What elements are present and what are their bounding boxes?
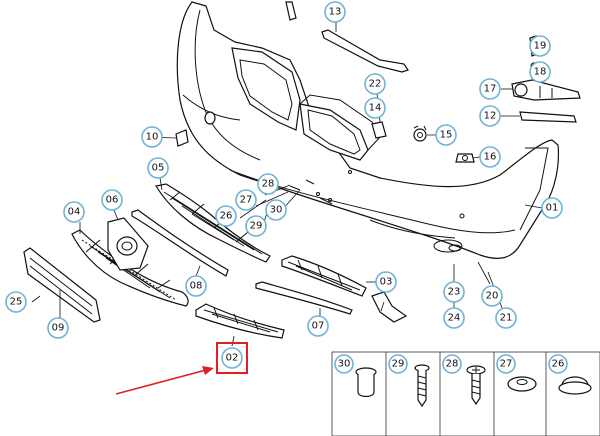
svg-text:04: 04 (68, 207, 81, 218)
callout-26[interactable]: 26 (215, 205, 237, 227)
svg-text:30: 30 (270, 205, 283, 216)
svg-text:14: 14 (369, 103, 382, 114)
svg-text:26: 26 (552, 359, 565, 370)
corner-bracket (371, 291, 408, 323)
svg-text:19: 19 (534, 41, 547, 52)
svg-text:20: 20 (486, 291, 499, 302)
svg-text:26: 26 (220, 211, 233, 222)
clip (413, 125, 427, 142)
callout-22[interactable]: 22 (364, 73, 386, 95)
svg-text:09: 09 (52, 323, 65, 334)
legend-27: 27 (496, 354, 516, 374)
svg-text:17: 17 (484, 84, 497, 95)
svg-text:05: 05 (152, 163, 165, 174)
svg-text:28: 28 (446, 359, 459, 370)
trim-strip (321, 29, 409, 73)
callout-24[interactable]: 24 (443, 307, 465, 329)
callout-16[interactable]: 16 (479, 146, 501, 168)
svg-text:18: 18 (534, 67, 547, 78)
washer-icon (507, 376, 537, 392)
nut (455, 153, 475, 163)
legend-26: 26 (548, 354, 568, 374)
callout-29[interactable]: 29 (245, 215, 267, 237)
red-arrow-icon (115, 366, 214, 395)
callout-05[interactable]: 05 (147, 157, 169, 179)
screw-icon (414, 364, 430, 408)
svg-text:24: 24 (448, 313, 461, 324)
callout-01[interactable]: 01 (541, 197, 563, 219)
legend-29: 29 (388, 354, 408, 374)
lower-center-mesh (195, 303, 285, 339)
side-grille-mesh (281, 255, 367, 297)
svg-text:01: 01 (546, 203, 559, 214)
callout-17[interactable]: 17 (479, 78, 501, 100)
fastener-legend: 30 29 28 27 26 (331, 351, 600, 436)
callout-02: 02 (221, 347, 243, 369)
self-tapping-screw-icon (466, 365, 486, 406)
kidney-grille (231, 47, 383, 161)
callout-07[interactable]: 07 (307, 315, 329, 337)
svg-text:27: 27 (240, 195, 253, 206)
lower-trim-strip (255, 281, 353, 315)
svg-text:27: 27 (500, 359, 513, 370)
callout-13[interactable]: 13 (324, 1, 346, 23)
callout-30[interactable]: 30 (265, 199, 287, 221)
callout-06[interactable]: 06 (101, 189, 123, 211)
callout-28[interactable]: 28 (257, 173, 279, 195)
legend-28: 28 (442, 354, 462, 374)
svg-text:13: 13 (329, 7, 342, 18)
callout-12[interactable]: 12 (479, 105, 501, 127)
svg-text:07: 07 (312, 321, 325, 332)
license-light-cover (175, 129, 189, 147)
license-plate-base (23, 247, 101, 323)
grille-clip (371, 121, 387, 139)
expansion-plug-icon (355, 367, 377, 398)
callout-27[interactable]: 27 (235, 189, 257, 211)
callout-18[interactable]: 18 (529, 61, 551, 83)
svg-text:12: 12 (484, 111, 497, 122)
svg-text:15: 15 (440, 130, 453, 141)
svg-text:08: 08 (190, 281, 203, 292)
top-clip (285, 1, 297, 21)
guide-bracket (519, 111, 577, 123)
side-bracket (511, 79, 581, 101)
grille-trim-strip (131, 209, 229, 277)
svg-text:10: 10 (146, 132, 159, 143)
legend-30: 30 (334, 354, 354, 374)
callout-03[interactable]: 03 (375, 271, 397, 293)
highlighted-part-marker[interactable]: 02 (216, 342, 248, 374)
center-grille-mesh (155, 183, 271, 263)
svg-text:28: 28 (262, 179, 275, 190)
svg-text:21: 21 (500, 313, 513, 324)
callout-04[interactable]: 04 (63, 201, 85, 223)
svg-text:16: 16 (484, 152, 497, 163)
callout-10[interactable]: 10 (141, 126, 163, 148)
svg-text:29: 29 (250, 221, 263, 232)
svg-text:02: 02 (226, 353, 239, 364)
callout-15[interactable]: 15 (435, 124, 457, 146)
callout-23[interactable]: 23 (443, 281, 465, 303)
svg-text:06: 06 (106, 195, 119, 206)
fog-light-frame (107, 217, 149, 271)
callout-09[interactable]: 09 (47, 317, 69, 339)
svg-text:29: 29 (392, 359, 405, 370)
callout-25[interactable]: 25 (5, 291, 27, 313)
callout-21[interactable]: 21 (495, 307, 517, 329)
grommet-icon (558, 376, 592, 395)
callout-19[interactable]: 19 (529, 35, 551, 57)
callout-08[interactable]: 08 (185, 275, 207, 297)
svg-text:03: 03 (380, 277, 393, 288)
svg-text:30: 30 (338, 359, 351, 370)
callout-20[interactable]: 20 (481, 285, 503, 307)
callout-14[interactable]: 14 (364, 97, 386, 119)
svg-text:25: 25 (10, 297, 23, 308)
svg-text:22: 22 (369, 79, 382, 90)
svg-text:23: 23 (448, 287, 461, 298)
